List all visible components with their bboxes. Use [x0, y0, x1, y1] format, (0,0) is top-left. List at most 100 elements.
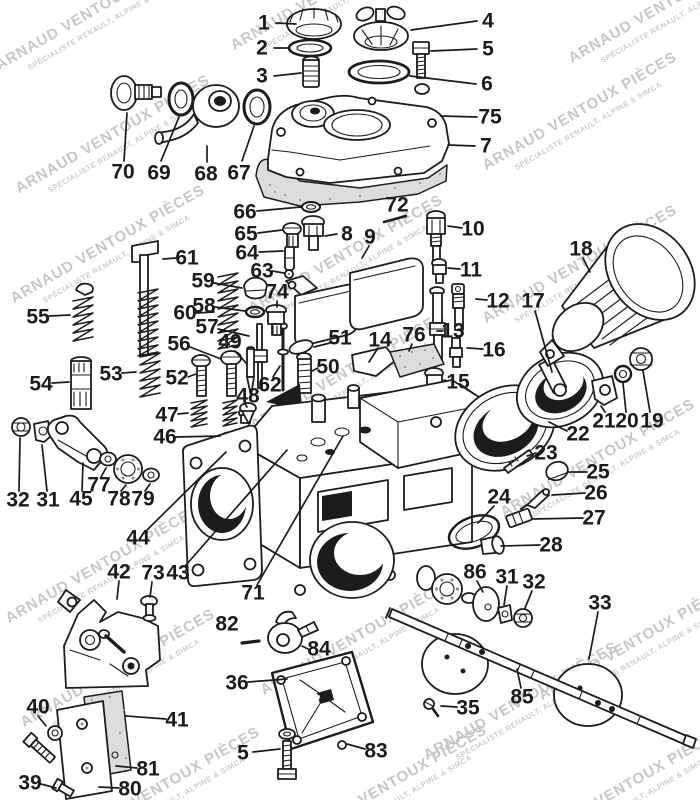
callout-24-66: 24	[487, 486, 511, 509]
callout-78-52: 78	[107, 488, 131, 511]
leader-line-54-42	[51, 381, 70, 384]
callout-54-42: 54	[29, 373, 53, 396]
leader-line-20-61	[622, 382, 627, 413]
leader-line-18-28	[582, 257, 591, 273]
callout-50-38: 50	[316, 356, 339, 379]
callout-51-37: 51	[328, 327, 352, 350]
leader-line-52-44	[187, 373, 197, 378]
part-ring-20	[613, 364, 633, 384]
leader-line-69-9	[160, 116, 180, 162]
part-plug-48	[239, 402, 257, 425]
drawing-layer	[11, 5, 697, 800]
callout-57-33: 57	[195, 316, 218, 339]
callout-79-53: 79	[131, 488, 154, 511]
callout-22-58: 22	[566, 423, 589, 446]
part-pump-assembly-42	[57, 589, 161, 689]
part-gasket-24	[447, 514, 501, 550]
callout-2-1: 2	[256, 37, 268, 60]
callout-74-36: 74	[265, 281, 289, 304]
leader-line-66-12	[256, 206, 302, 212]
part-bowl-cover-36	[270, 650, 375, 751]
leader-line-80-79	[98, 786, 120, 789]
callout-39-78: 39	[18, 772, 41, 795]
part-jet-11	[431, 258, 447, 284]
leader-line-12-21	[475, 298, 488, 301]
callout-18-28: 18	[569, 238, 593, 261]
callout-27-65: 27	[582, 507, 605, 530]
callout-13-22: 13	[441, 320, 464, 343]
part-top-cover-75-7	[255, 94, 450, 207]
leader-line-41-76	[125, 715, 167, 720]
callout-33-71: 33	[588, 592, 611, 615]
part-washer-66	[301, 201, 321, 213]
leader-line-63-15	[271, 270, 285, 274]
callout-85-83: 85	[510, 686, 534, 709]
part-small-washer	[414, 83, 430, 95]
part-spring-55	[72, 296, 94, 342]
callout-19-62: 19	[640, 410, 663, 433]
part-screw-35	[423, 698, 440, 718]
callout-68-10: 68	[194, 163, 218, 186]
callout-84-73: 84	[307, 638, 331, 661]
callout-11-20: 11	[460, 259, 483, 282]
part-spring-60	[217, 272, 239, 350]
leader-line-1-0	[275, 22, 297, 25]
part-plug-27	[505, 507, 533, 529]
leader-line-14-25	[368, 347, 379, 363]
callout-64-14: 64	[235, 242, 259, 265]
callout-40-75: 40	[26, 696, 49, 719]
callout-32-48: 32	[6, 489, 29, 512]
leader-line-56-34	[189, 346, 222, 360]
leader-line-11-20	[447, 267, 461, 270]
leader-line-22-58	[548, 421, 568, 432]
leader-line-27-65	[531, 517, 584, 520]
callout-49-35: 49	[218, 331, 241, 354]
leader-line-48-40	[244, 403, 248, 408]
callout-36-74: 36	[225, 672, 248, 695]
part-plunger-73	[140, 595, 158, 622]
callout-48-40: 48	[236, 385, 260, 408]
part-nut-32a	[11, 417, 31, 437]
callout-42-54: 42	[107, 561, 130, 584]
callout-20-61: 20	[615, 410, 638, 433]
callout-77-51: 77	[87, 474, 110, 497]
part-clip-55-top	[75, 282, 94, 296]
part-cover-plate-80	[56, 700, 113, 800]
leader-line-43-56	[185, 449, 288, 566]
callout-31-49: 31	[36, 489, 60, 512]
part-floats-9	[285, 257, 424, 347]
leader-line-15-24	[443, 379, 448, 382]
part-jet-50	[296, 352, 312, 394]
part-banjo-union-68	[154, 84, 240, 145]
leader-line-39-78	[40, 783, 57, 789]
part-bracket-21	[591, 375, 618, 406]
leader-line-70-8	[123, 112, 128, 162]
leader-line-31-69	[503, 585, 508, 606]
callout-70-8: 70	[111, 161, 134, 184]
callout-41-76: 41	[165, 709, 189, 732]
part-aux-venturi-17	[515, 351, 605, 429]
callout-5-80: 5	[237, 742, 249, 765]
callout-31-69: 31	[495, 566, 519, 589]
leader-line-17-27	[534, 310, 553, 373]
part-stack-13	[429, 286, 446, 362]
leader-line-65-13	[257, 229, 283, 234]
part-rod-23	[503, 449, 534, 474]
part-cover-gasket-6	[347, 59, 411, 85]
part-dome-nut-59	[243, 276, 268, 300]
part-washer-79	[142, 467, 160, 483]
leader-line-84-73	[301, 645, 309, 650]
part-washer-77	[99, 451, 117, 467]
callout-45-50: 45	[69, 488, 93, 511]
part-pump-jet-84	[267, 610, 319, 654]
callout-3-2: 3	[256, 65, 268, 88]
callout-10-19: 10	[461, 218, 484, 241]
callout-15-24: 15	[446, 371, 470, 394]
leader-line-47-45	[177, 412, 189, 415]
leader-line-76-26	[408, 343, 413, 352]
